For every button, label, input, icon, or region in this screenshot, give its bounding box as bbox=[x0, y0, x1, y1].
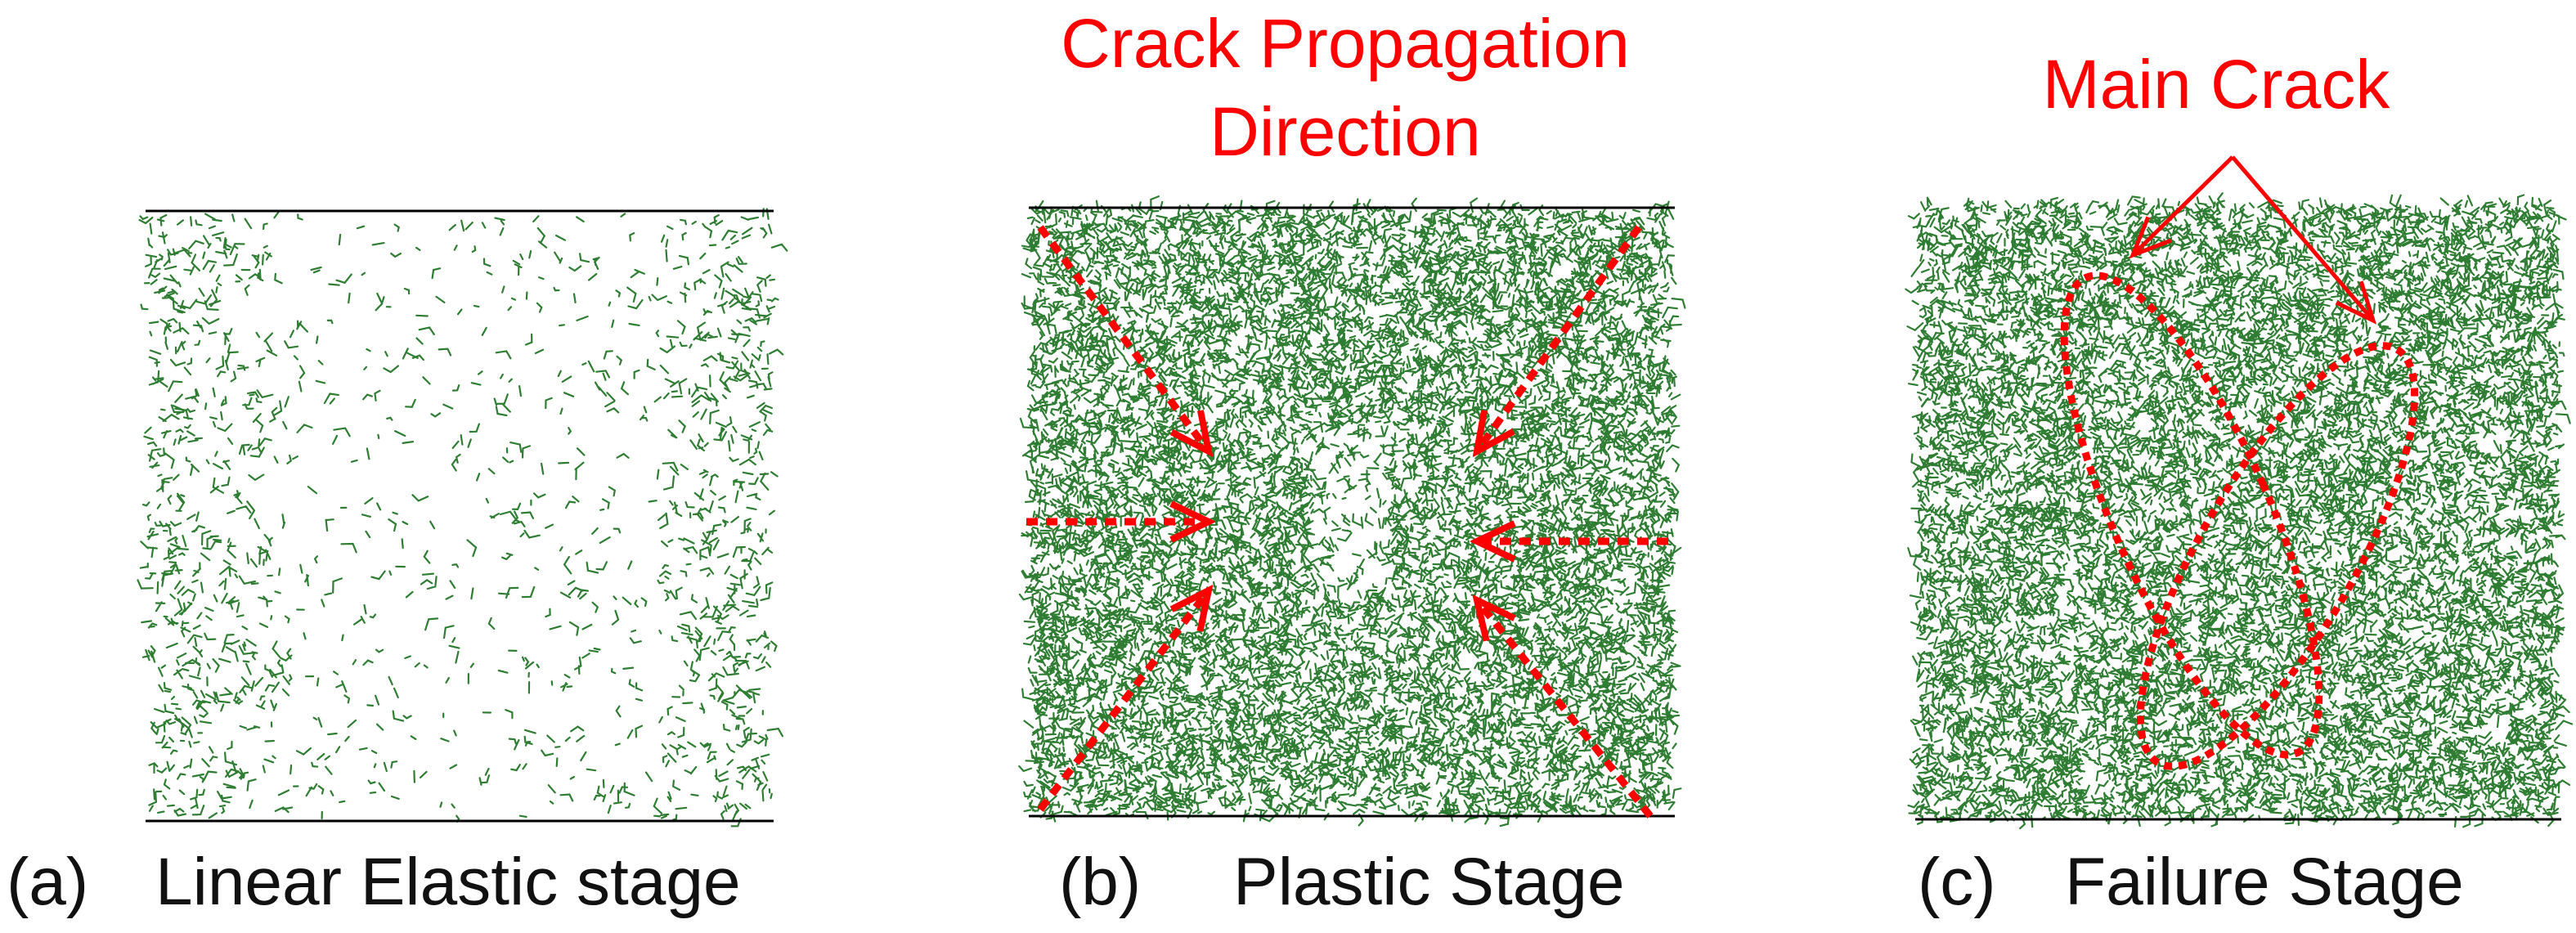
arrow-top-left bbox=[1037, 225, 1209, 451]
crack-direction-arrows bbox=[1026, 225, 1668, 819]
panel-a: (a) Linear Elastic stage bbox=[7, 208, 788, 919]
panel-b: Crack Propagation Direction (b) Plastic … bbox=[1018, 5, 1686, 919]
pointer-left bbox=[2129, 155, 2234, 259]
panel-a-caption-text: Linear Elastic stage bbox=[155, 845, 741, 919]
pointer-right bbox=[2231, 155, 2377, 325]
crack-field-a bbox=[137, 208, 788, 828]
arrow-top-right bbox=[1477, 225, 1642, 451]
crack-propagation-label-line1: Crack Propagation bbox=[1061, 5, 1630, 82]
main-crack-pointers bbox=[2129, 155, 2377, 325]
panel-b-caption-text: Plastic Stage bbox=[1233, 845, 1625, 919]
panel-c-caption-label: (c) bbox=[1918, 845, 1996, 919]
crack-propagation-label-line2: Direction bbox=[1209, 93, 1480, 170]
crack-field-c-strokes bbox=[1905, 192, 2574, 830]
crack-field-c bbox=[1905, 192, 2574, 830]
panel-b-caption-label: (b) bbox=[1059, 845, 1141, 919]
main-crack-ellipse-left bbox=[2060, 271, 2323, 759]
crack-field-b bbox=[1018, 195, 1686, 828]
panel-c-caption-text: Failure Stage bbox=[2065, 845, 2464, 919]
arrow-bottom-left bbox=[1037, 590, 1209, 812]
main-crack-label: Main Crack bbox=[2043, 46, 2391, 123]
main-crack-outlines bbox=[2060, 271, 2419, 770]
arrow-bottom-right bbox=[1477, 600, 1654, 819]
panel-a-caption-label: (a) bbox=[7, 845, 88, 919]
crack-field-b-strokes bbox=[1018, 195, 1686, 828]
panel-c: Main Crack (c) Failure Stage bbox=[1905, 46, 2574, 919]
crack-field-a-strokes bbox=[137, 208, 788, 828]
main-crack-ellipse-right bbox=[2136, 342, 2419, 770]
